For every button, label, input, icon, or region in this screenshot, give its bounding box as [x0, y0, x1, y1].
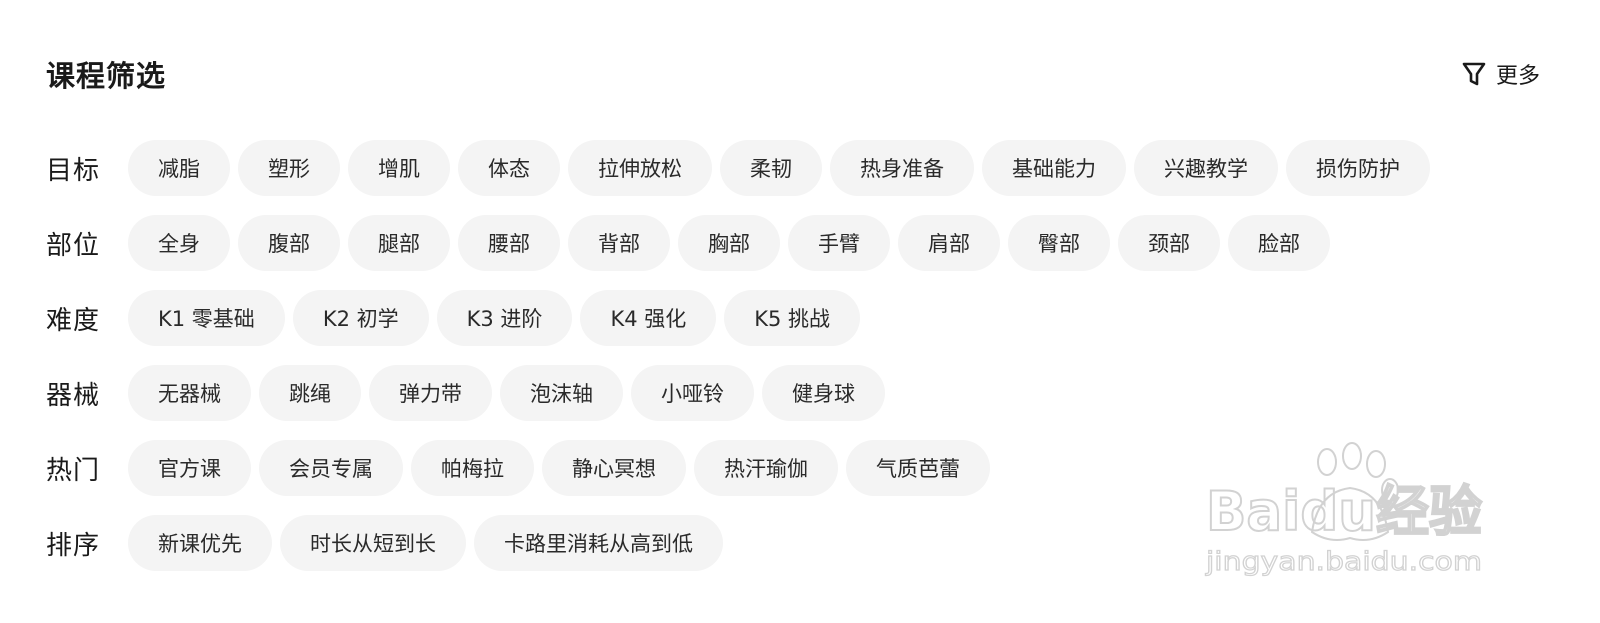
filter-chip[interactable]: 损伤防护: [1286, 140, 1430, 196]
filter-chip[interactable]: 无器械: [128, 365, 251, 421]
filter-chip[interactable]: 卡路里消耗从高到低: [474, 515, 723, 571]
filter-chip[interactable]: 帕梅拉: [411, 440, 534, 496]
filter-rows: 目标 减脂 塑形 增肌 体态 拉伸放松 柔韧 热身准备 基础能力 兴趣教学 损伤…: [46, 140, 1566, 590]
filter-chip[interactable]: K2 初学: [292, 290, 429, 346]
filter-chip[interactable]: 胸部: [678, 215, 780, 271]
filter-row-label: 排序: [46, 530, 101, 561]
filter-options: 官方课 会员专属 帕梅拉 静心冥想 热汗瑜伽 气质芭蕾: [128, 440, 990, 496]
filter-chip[interactable]: 颈部: [1118, 215, 1220, 271]
filter-row-goal: 目标 减脂 塑形 增肌 体态 拉伸放松 柔韧 热身准备 基础能力 兴趣教学 损伤…: [46, 140, 1566, 196]
filter-chip[interactable]: 腹部: [238, 215, 340, 271]
filter-chip[interactable]: 热汗瑜伽: [694, 440, 838, 496]
filter-chip[interactable]: 腿部: [348, 215, 450, 271]
filter-options: 无器械 跳绳 弹力带 泡沫轴 小哑铃 健身球: [128, 365, 885, 421]
filter-chip[interactable]: 时长从短到长: [280, 515, 466, 571]
filter-funnel-icon: [1462, 61, 1486, 87]
filter-options: K1 零基础 K2 初学 K3 进阶 K4 强化 K5 挑战: [128, 290, 861, 346]
filter-chip[interactable]: 跳绳: [259, 365, 361, 421]
filter-chip[interactable]: 全身: [128, 215, 230, 271]
page-title: 课程筛选: [46, 59, 167, 93]
filter-chip[interactable]: 拉伸放松: [568, 140, 712, 196]
filter-chip[interactable]: 肩部: [898, 215, 1000, 271]
filter-row-popular: 热门 官方课 会员专属 帕梅拉 静心冥想 热汗瑜伽 气质芭蕾: [46, 440, 1566, 496]
more-filters-label: 更多: [1495, 64, 1540, 89]
filter-chip[interactable]: 小哑铃: [631, 365, 754, 421]
filter-chip[interactable]: 泡沫轴: [500, 365, 623, 421]
filter-options: 全身 腹部 腿部 腰部 背部 胸部 手臂 肩部 臀部 颈部 脸部: [128, 215, 1330, 271]
filter-row-label: 难度: [46, 305, 101, 336]
filter-row-difficulty: 难度 K1 零基础 K2 初学 K3 进阶 K4 强化 K5 挑战: [46, 290, 1566, 346]
filter-chip[interactable]: 脸部: [1228, 215, 1330, 271]
filter-row-sort: 排序 新课优先 时长从短到长 卡路里消耗从高到低: [46, 515, 1566, 571]
filter-chip[interactable]: 热身准备: [830, 140, 974, 196]
filter-header: 课程筛选 更多: [46, 52, 1540, 96]
filter-chip[interactable]: 腰部: [458, 215, 560, 271]
filter-chip[interactable]: 基础能力: [982, 140, 1126, 196]
filter-row-label: 目标: [46, 155, 101, 186]
filter-chip[interactable]: 静心冥想: [542, 440, 686, 496]
filter-chip[interactable]: 体态: [458, 140, 560, 196]
filter-chip[interactable]: 背部: [568, 215, 670, 271]
filter-chip[interactable]: K3 进阶: [436, 290, 573, 346]
filter-chip[interactable]: 新课优先: [128, 515, 272, 571]
filter-row-label: 热门: [46, 455, 101, 486]
filter-chip[interactable]: K4 强化: [580, 290, 717, 346]
filter-chip[interactable]: 增肌: [348, 140, 450, 196]
filter-row-body-part: 部位 全身 腹部 腿部 腰部 背部 胸部 手臂 肩部 臀部 颈部 脸部: [46, 215, 1566, 271]
filter-chip[interactable]: 兴趣教学: [1134, 140, 1278, 196]
filter-row-label: 器械: [46, 380, 101, 411]
filter-chip[interactable]: 柔韧: [720, 140, 822, 196]
filter-chip[interactable]: K5 挑战: [724, 290, 861, 346]
more-filters-button[interactable]: 更多: [1462, 58, 1540, 90]
filter-chip[interactable]: 气质芭蕾: [846, 440, 990, 496]
filter-chip[interactable]: 官方课: [128, 440, 251, 496]
filter-chip[interactable]: 手臂: [788, 215, 890, 271]
filter-chip[interactable]: 会员专属: [259, 440, 403, 496]
filter-options: 新课优先 时长从短到长 卡路里消耗从高到低: [128, 515, 723, 571]
filter-chip[interactable]: 减脂: [128, 140, 230, 196]
filter-row-label: 部位: [46, 230, 101, 261]
filter-row-equipment: 器械 无器械 跳绳 弹力带 泡沫轴 小哑铃 健身球: [46, 365, 1566, 421]
filter-chip[interactable]: 塑形: [238, 140, 340, 196]
filter-chip[interactable]: 臀部: [1008, 215, 1110, 271]
filter-chip[interactable]: 弹力带: [369, 365, 492, 421]
filter-chip[interactable]: K1 零基础: [128, 290, 285, 346]
filter-options: 减脂 塑形 增肌 体态 拉伸放松 柔韧 热身准备 基础能力 兴趣教学 损伤防护: [128, 140, 1430, 196]
filter-chip[interactable]: 健身球: [762, 365, 885, 421]
